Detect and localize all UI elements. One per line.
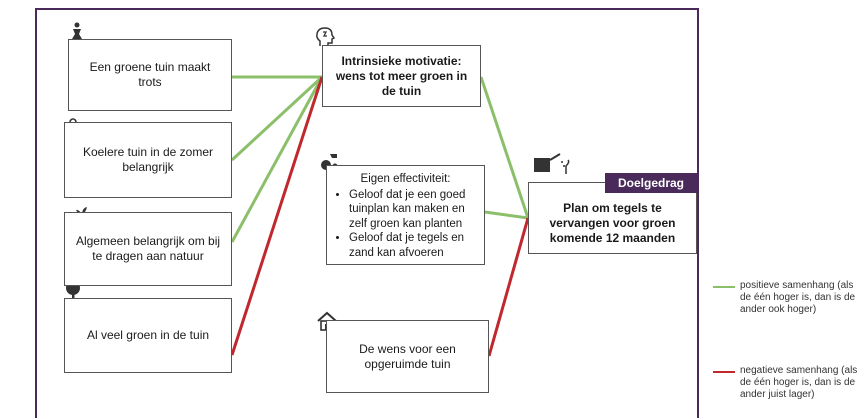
link-motivatie-plan bbox=[479, 76, 530, 219]
box-trots: Een groene tuin maakt trots bbox=[68, 39, 232, 111]
watering-can-icon bbox=[534, 153, 570, 174]
legend-positive-text: positieve samenhang (als de één hoger is… bbox=[740, 280, 856, 315]
effectiviteit-heading: Eigen effectiviteit: bbox=[360, 173, 451, 185]
link-opgeruimd-plan bbox=[487, 217, 530, 357]
legend-positive-line bbox=[713, 286, 735, 288]
box-veelgroen: Al veel groen in de tuin bbox=[64, 298, 232, 373]
doelgedrag-badge: Doelgedrag bbox=[605, 173, 697, 193]
box-natuur: Algemeen belangrijk om bij te dragen aan… bbox=[64, 212, 232, 286]
link-koeler-motivatie bbox=[230, 75, 324, 162]
effectiviteit-bullet: Geloof dat je een goed tuinplan kan make… bbox=[349, 188, 476, 232]
box-opgeruimd: De wens voor een opgeruimde tuin bbox=[326, 320, 489, 393]
legend-negative-text: negatieve samenhang (als de één hoger is… bbox=[740, 365, 858, 400]
box-koeler: Koelere tuin in de zomer belangrijk bbox=[64, 122, 232, 198]
link-natuur-motivatie bbox=[230, 76, 324, 243]
box-effectiviteit: Eigen effectiviteit: Geloof dat je een g… bbox=[326, 165, 485, 265]
box-plan: Plan om tegels te vervangen voor groen k… bbox=[528, 182, 697, 254]
brain-head-icon bbox=[316, 27, 336, 46]
link-effectiviteit-plan bbox=[484, 210, 529, 220]
legend-negative-line bbox=[713, 371, 735, 373]
effectiviteit-list: Geloof dat je een goed tuinplan kan make… bbox=[335, 188, 476, 261]
link-veelgroen-motivatie bbox=[230, 76, 324, 356]
effectiviteit-bullet: Geloof dat je tegels en zand kan afvoere… bbox=[349, 231, 476, 260]
diagram-frame bbox=[35, 8, 699, 418]
box-motivatie: Intrinsieke motivatie: wens tot meer gro… bbox=[322, 45, 481, 107]
